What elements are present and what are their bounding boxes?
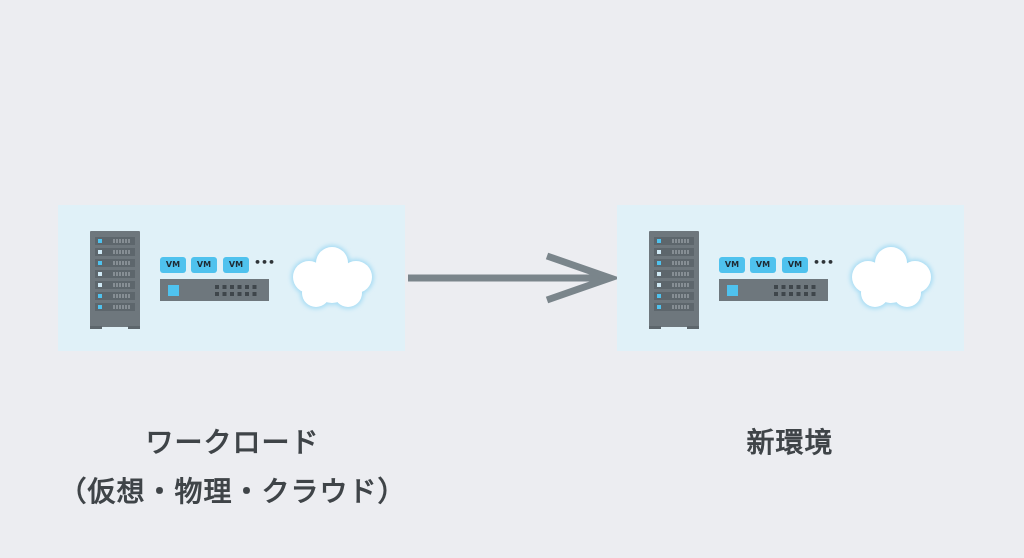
vm-badge: VM	[160, 257, 186, 273]
vm-badge: VM	[719, 257, 745, 273]
arrow-right-icon	[408, 252, 620, 304]
network-switch-icon	[160, 279, 269, 301]
network-switch-icon	[719, 279, 828, 301]
source-environment-panel: VM VM VM •••	[58, 205, 405, 351]
source-label: ワークロード （仮想・物理・クラウド）	[20, 418, 445, 516]
server-rack-icon	[90, 231, 140, 329]
source-title: ワークロード	[145, 426, 320, 459]
vm-badge: VM	[191, 257, 217, 273]
vm-badge: VM	[750, 257, 776, 273]
ellipsis: •••	[254, 256, 276, 269]
cloud-icon	[850, 245, 933, 309]
source-subtitle: （仮想・物理・クラウド）	[58, 475, 407, 508]
server-rack-icon	[649, 231, 699, 329]
ellipsis: •••	[813, 256, 835, 269]
target-title: 新環境	[746, 426, 834, 459]
vm-badge: VM	[782, 257, 808, 273]
vm-badge: VM	[223, 257, 249, 273]
cloud-icon	[291, 245, 374, 309]
target-label: 新環境	[690, 418, 890, 467]
target-environment-panel: VM VM VM •••	[617, 205, 964, 351]
